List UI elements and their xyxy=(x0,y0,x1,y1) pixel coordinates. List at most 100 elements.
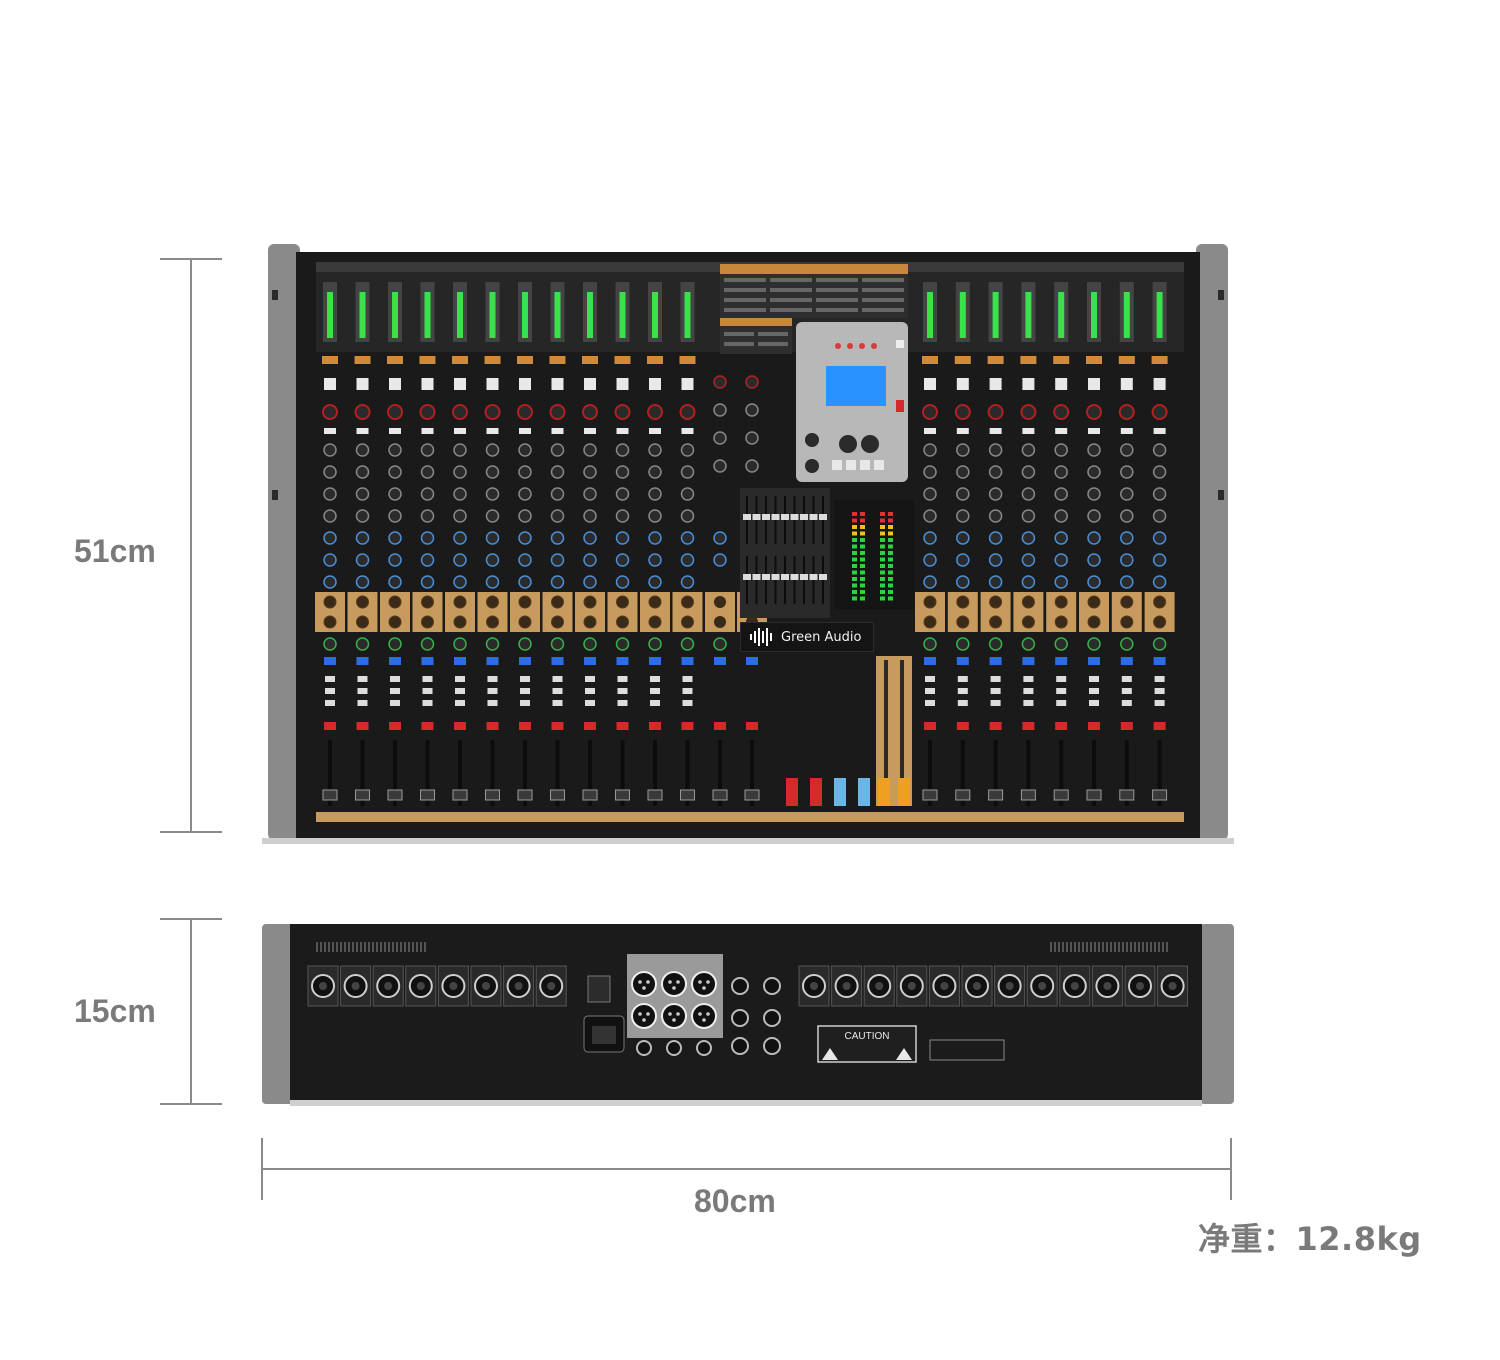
combo-jack-center xyxy=(351,982,360,990)
combo-jack-center xyxy=(1168,982,1177,990)
mute-button xyxy=(1088,657,1100,665)
fader-cap xyxy=(420,789,435,801)
bus-button xyxy=(325,676,335,682)
bus-button xyxy=(422,676,433,682)
eq-knob xyxy=(518,443,532,457)
stereo-fx-knob xyxy=(714,596,726,608)
power-switch xyxy=(587,975,611,1003)
fx-knob xyxy=(583,595,597,609)
fader-cap xyxy=(1119,789,1135,801)
net-weight-label: 净重：12.8kg xyxy=(1198,1220,1422,1258)
xlr-pin xyxy=(676,980,680,984)
aux-knob xyxy=(583,575,597,589)
channel-switch xyxy=(1088,428,1100,434)
fader-slot xyxy=(1026,740,1031,806)
eq-knob xyxy=(1152,443,1167,457)
xlr-connector xyxy=(631,971,657,997)
vent-slot xyxy=(1102,942,1104,952)
channel-number-tab xyxy=(954,356,971,364)
eq-knob xyxy=(388,443,402,457)
aux-knob xyxy=(680,575,695,589)
channel-meter xyxy=(927,292,933,338)
mute-button xyxy=(1120,657,1133,665)
mute-button xyxy=(616,657,629,665)
xlr-pin xyxy=(672,1018,676,1022)
fx-knob xyxy=(1087,595,1101,609)
channel-switch xyxy=(681,428,694,434)
pan-knob xyxy=(615,637,630,651)
xlr-pin xyxy=(698,980,702,984)
fx-knob xyxy=(1021,615,1035,629)
channel-meter xyxy=(587,292,593,338)
channel-switch xyxy=(1055,428,1068,434)
fader-slot xyxy=(490,740,495,806)
fx-knob xyxy=(956,595,970,609)
fx-fader-cap-1 xyxy=(878,778,890,806)
vent-slot xyxy=(1066,942,1068,952)
vent-slot xyxy=(1126,942,1128,952)
geq-slider xyxy=(752,514,761,520)
aux-knob xyxy=(388,575,402,589)
aux-knob xyxy=(1054,531,1068,545)
vent-slot xyxy=(1142,942,1144,952)
fx-knob xyxy=(453,595,467,609)
led-segment xyxy=(880,538,885,542)
fx-knob xyxy=(956,615,970,629)
eq-knob xyxy=(355,509,370,523)
pan-knob xyxy=(988,637,1003,651)
bus-button xyxy=(1089,676,1099,682)
vent-slot xyxy=(1070,942,1072,952)
channel-top-button xyxy=(389,378,401,390)
channel-top-button xyxy=(356,378,369,390)
vent-slot xyxy=(404,942,406,952)
eq-knob xyxy=(323,487,337,501)
aux-knob xyxy=(1021,531,1036,545)
bus-button xyxy=(682,676,693,682)
fader-cap xyxy=(988,789,1004,801)
pan-knob xyxy=(518,637,532,651)
channel-meter xyxy=(1025,292,1032,338)
xlr-pin xyxy=(698,1012,702,1016)
led-segment xyxy=(888,577,893,581)
stereo-mute-button xyxy=(714,657,726,665)
output-jack xyxy=(696,1040,712,1056)
eq-knob xyxy=(1054,443,1068,457)
channel-switch xyxy=(421,428,434,434)
bus-button xyxy=(585,700,595,706)
channel-number-tab xyxy=(322,356,338,364)
eq-knob xyxy=(1087,465,1101,479)
eq-knob xyxy=(550,509,565,523)
led-segment xyxy=(860,531,865,536)
mute-button xyxy=(649,657,661,665)
mute-button xyxy=(324,657,336,665)
sub-fader-cap-1 xyxy=(834,778,846,806)
aux-knob xyxy=(323,553,337,567)
fader-cap xyxy=(355,789,370,801)
pan-knob xyxy=(388,637,402,651)
aux-knob xyxy=(1152,553,1167,567)
vent-slot xyxy=(408,942,410,952)
pan-knob xyxy=(1087,637,1101,651)
led-segment xyxy=(888,551,893,555)
geq-slider xyxy=(809,514,818,520)
gain-knob xyxy=(452,404,468,420)
geq-slider xyxy=(790,514,799,520)
fader-slot xyxy=(328,740,332,806)
fader-slot xyxy=(523,740,527,806)
trs-jack xyxy=(731,977,749,995)
bus-button xyxy=(552,700,563,706)
vent-slot xyxy=(340,942,342,952)
gain-knob xyxy=(387,404,403,420)
fader-slot xyxy=(555,740,560,806)
channel-top-button xyxy=(989,378,1002,390)
xlr-pin xyxy=(702,986,706,990)
led-segment xyxy=(880,564,885,568)
vent-slot xyxy=(368,942,370,952)
bus-button xyxy=(487,688,498,694)
channel-top-button xyxy=(1088,378,1100,390)
led-segment xyxy=(852,583,857,588)
vent-slot xyxy=(328,942,330,952)
channel-top-button xyxy=(584,378,596,390)
geq-slider xyxy=(819,574,827,580)
bus-button xyxy=(390,688,400,694)
